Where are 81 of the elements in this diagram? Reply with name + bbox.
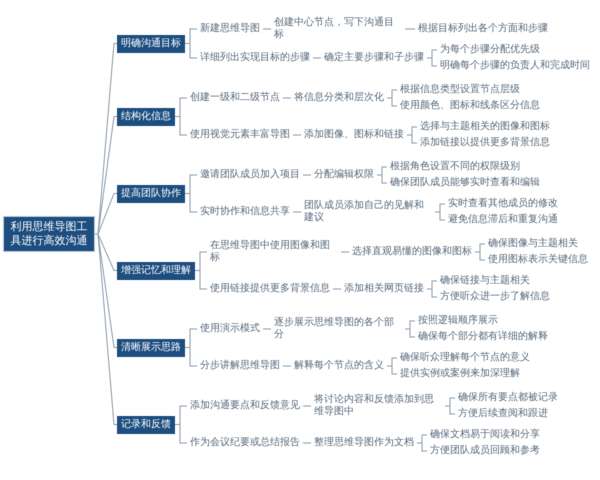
detail-text: 明确每个步骤的负责人和完成时间: [439, 60, 591, 72]
subtopic-text: 使用视觉元素丰富导图: [189, 129, 291, 141]
step-text: 添加图像、图标和链接: [303, 129, 405, 141]
connector-line: [434, 212, 446, 220]
branch-topic-box: 记录和反馈: [117, 416, 175, 434]
detail-text: 提供实例或案例来加深理解: [399, 368, 521, 380]
step-text: 整理思维导图作为文档: [313, 437, 415, 449]
subtopic-text: 分步讲解思维导图: [199, 360, 281, 372]
connector-line: [194, 270, 208, 290]
connector-line: [94, 234, 118, 425]
subtopic-text: 详细列出实现目标的步骤: [199, 52, 311, 64]
detail-text: 选择与主题相关的图像和图标: [419, 121, 551, 133]
detail-text: 方便团队成员回顾和参考: [429, 445, 541, 457]
connector-line: [94, 116, 118, 234]
step-text: 将信息分类和层次化: [293, 92, 385, 104]
connector-line: [406, 134, 418, 144]
detail-text: 方便后续查阅和跟进: [457, 408, 549, 420]
detail-text: 添加链接以提供更多背景信息: [419, 137, 551, 149]
detail-text: 确保文档易于阅读和分享: [429, 429, 541, 441]
subtopic-text: 添加沟通要点和反馈意见: [189, 400, 301, 412]
step-text: 确定主要步骤和子步骤: [323, 52, 425, 64]
connector-line: [426, 288, 438, 298]
subtopic-text: 创建一级和二级节点: [189, 92, 281, 104]
connector-line: [404, 328, 416, 338]
step-text: 将讨论内容和反馈添加到思维导图中: [313, 394, 443, 418]
detail-text: 根据目标列出各个方面和步骤: [417, 23, 549, 35]
branch-topic-box: 清晰展示思路: [117, 338, 185, 356]
connector-line: [444, 406, 456, 414]
connector-line: [174, 424, 188, 444]
connector-line: [426, 58, 438, 66]
detail-text: 确保图像与主题相关: [487, 238, 579, 250]
connector-line: [404, 28, 416, 30]
detail-text: 使用图标表示关键信息: [487, 254, 589, 266]
central-topic-box: 利用思维导图工具进行高效沟通: [3, 216, 95, 252]
subtopic-text: 使用演示模式: [199, 323, 261, 335]
subtopic-text: 作为会议纪要或总结报告: [189, 437, 301, 449]
connector-line: [184, 193, 198, 212]
detail-text: 确保所有要点都被记录: [457, 392, 559, 404]
detail-text: 实时查看其他成员的修改: [447, 198, 559, 210]
connector-line: [416, 442, 428, 452]
subtopic-text: 使用链接提供更多背景信息: [209, 283, 331, 295]
branch-topic-box: 明确沟通目标: [117, 34, 185, 52]
connector-line: [474, 252, 486, 260]
step-text: 解释每个节点的含义: [293, 360, 385, 372]
connector-line: [332, 288, 342, 290]
connector-line: [302, 174, 312, 176]
branch-topic-box: 提高团队协作: [117, 184, 185, 202]
detail-text: 确保每个部分都有详细的解释: [417, 331, 549, 343]
step-text: 选择直观易懂的图像和图标: [351, 246, 473, 258]
connector-line: [386, 366, 398, 374]
detail-text: 确保团队成员能够实时查看和编辑: [389, 177, 541, 189]
connector-line: [262, 28, 272, 30]
detail-text: 方便听众进一步了解信息: [439, 291, 551, 303]
connector-line: [174, 116, 188, 136]
detail-text: 根据信息类型设置节点层级: [399, 84, 521, 96]
connector-line: [184, 43, 198, 58]
step-text: 创建中心节点，写下沟通目标: [273, 17, 403, 41]
connector-line: [302, 442, 312, 444]
subtopic-text: 邀请团队成员加入项目: [199, 169, 301, 181]
connector-line: [386, 98, 398, 106]
detail-text: 确保链接与主题相关: [439, 275, 531, 287]
connector-line: [376, 174, 388, 184]
branch-topic-box: 结构化信息: [117, 108, 175, 126]
connector-line: [292, 134, 302, 136]
step-text: 分配编辑权限: [313, 169, 375, 181]
connector-line: [94, 43, 118, 234]
step-text: 逐步展示思维导图的各个部分: [273, 317, 403, 341]
detail-text: 为每个步骤分配优先级: [439, 44, 541, 56]
subtopic-text: 实时协作和信息共享: [199, 206, 291, 218]
detail-text: 确保听众理解每个节点的意义: [399, 352, 531, 364]
branch-topic-box: 增强记忆和理解: [117, 262, 195, 280]
step-text: 团队成员添加自己的见解和建议: [303, 200, 433, 224]
connector-line: [262, 328, 272, 330]
detail-text: 按照逻辑顺序展示: [417, 315, 499, 327]
detail-text: 使用颜色、图标和线条区分信息: [399, 100, 541, 112]
detail-text: 根据角色设置不同的权限级别: [389, 161, 521, 173]
subtopic-text: 新建思维导图: [199, 23, 261, 35]
step-text: 添加相关网页链接: [343, 283, 425, 295]
detail-text: 避免信息滞后和重复沟通: [447, 214, 559, 226]
subtopic-text: 在思维导图中使用图像和图标: [209, 240, 339, 264]
connector-line: [184, 347, 198, 366]
